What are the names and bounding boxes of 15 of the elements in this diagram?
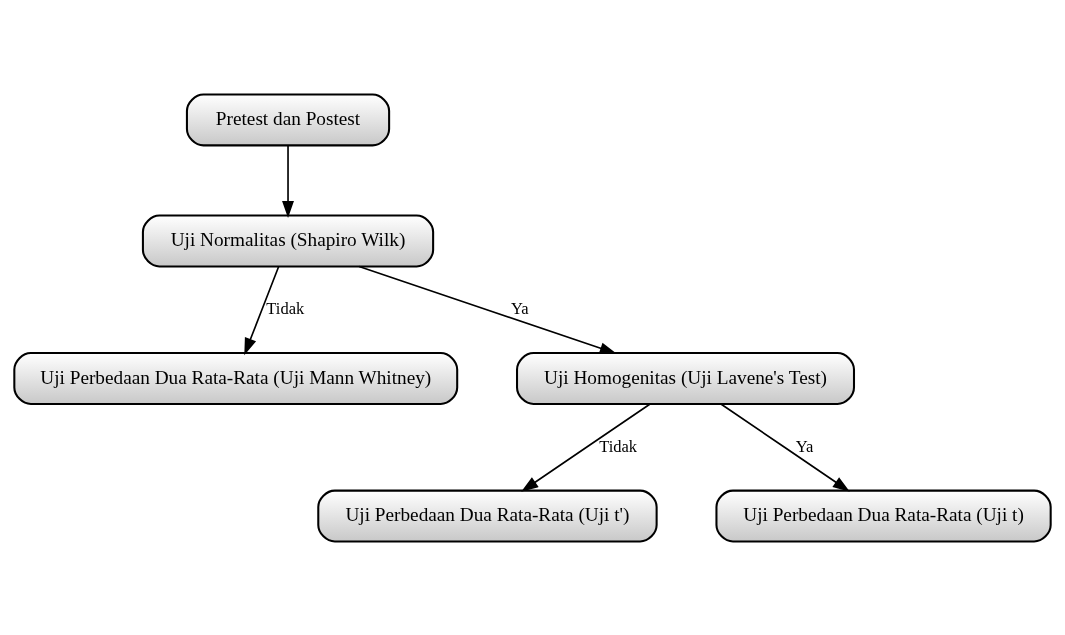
- edge-label: Ya: [795, 436, 814, 456]
- node-box: Uji Homogenitas (Uji Lavene's Test): [516, 351, 855, 405]
- node-box: Uji Perbedaan Dua Rata-Rata (Uji Mann Whitney): [13, 351, 459, 405]
- node-box: Uji Normalitas (Shapiro Wilk): [141, 214, 435, 267]
- node-box: Pretest dan Postest: [185, 92, 391, 146]
- arrow: [720, 402, 850, 492]
- edge-label: Tidak: [599, 436, 638, 456]
- node-box: Uji Perbedaan Dua Rata-Rata (Uji t): [715, 489, 1052, 543]
- arrow: [244, 265, 280, 355]
- node-box: Uji Perbedaan Dua Rata-Rata (Uji t'): [317, 489, 658, 543]
- edge-label: Tidak: [266, 298, 305, 318]
- arrow: [358, 265, 617, 354]
- edge-label: Ya: [510, 298, 529, 318]
- arrow: [282, 144, 294, 218]
- arrow: [521, 402, 651, 492]
